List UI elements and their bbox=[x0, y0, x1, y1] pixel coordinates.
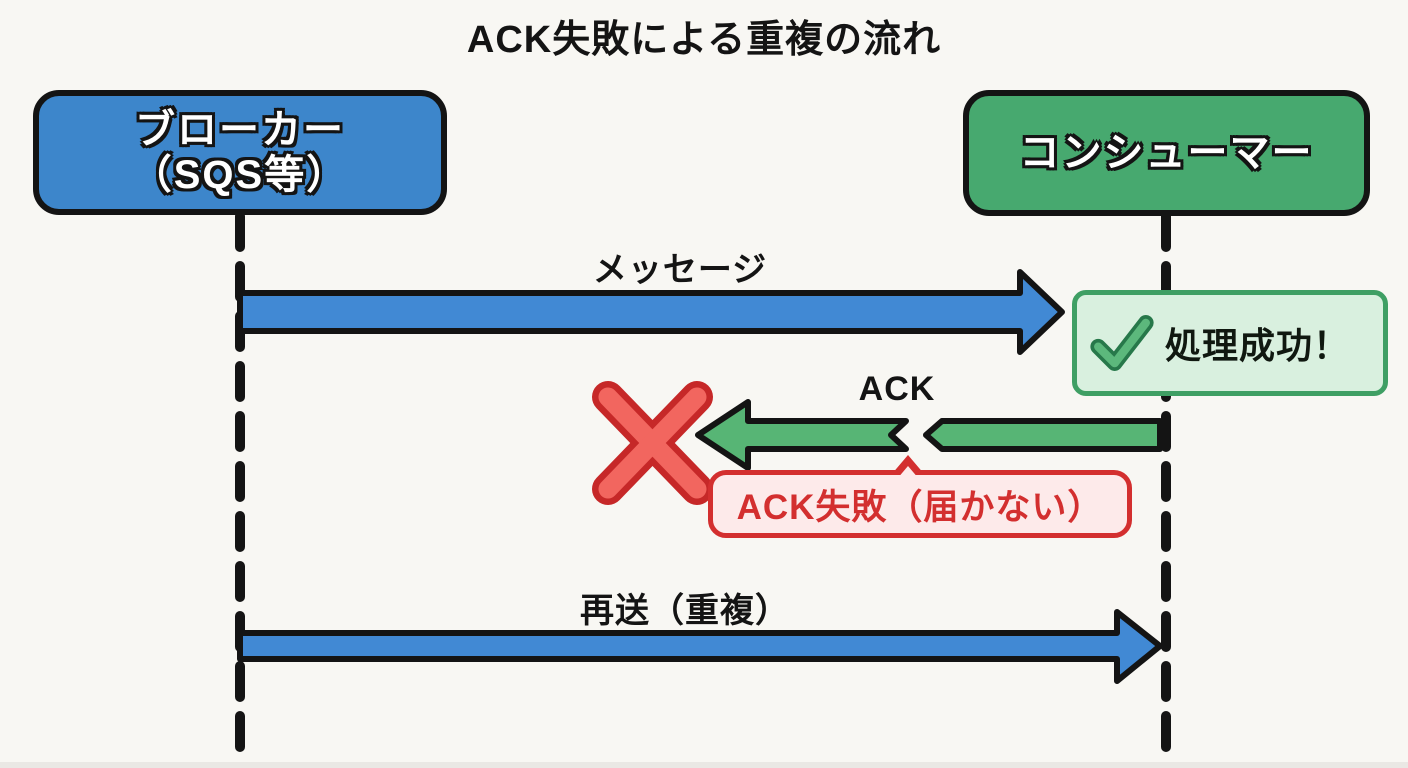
bottom-edge-strip bbox=[0, 762, 1408, 768]
processing-success-note: 処理成功！ bbox=[1072, 290, 1388, 396]
message-arrow-label: メッセージ bbox=[592, 251, 768, 289]
broker-label-line2: （SQS等） bbox=[131, 152, 349, 197]
ack-failure-label: ACK失敗（届かない） bbox=[736, 487, 1104, 527]
ack-failure-callout: ACK失敗（届かない） bbox=[708, 455, 1132, 538]
x-mark-fill-stroke-2 bbox=[598, 387, 707, 499]
consumer-label: コンシューマー bbox=[1019, 130, 1314, 175]
page-title: ACK失敗による重複の流れ bbox=[466, 19, 942, 61]
resend-arrow-label: 再送（重複） bbox=[580, 592, 790, 630]
callout-tail-fill bbox=[897, 466, 919, 479]
broker-actor-box: ブローカー （SQS等） bbox=[33, 90, 447, 215]
ack-arrow-left-segment bbox=[695, 399, 909, 471]
x-mark-icon bbox=[592, 381, 713, 505]
resend-arrow bbox=[237, 609, 1163, 684]
message-arrow bbox=[237, 269, 1065, 355]
check-icon bbox=[1090, 315, 1154, 371]
success-note-label: 処理成功！ bbox=[1165, 325, 1351, 366]
ack-arrow-right-segment bbox=[923, 418, 1163, 452]
consumer-actor-box: コンシューマー bbox=[963, 90, 1370, 216]
broker-label-line1: ブローカー bbox=[135, 107, 345, 152]
ack-arrow-label: ACK bbox=[858, 370, 936, 408]
